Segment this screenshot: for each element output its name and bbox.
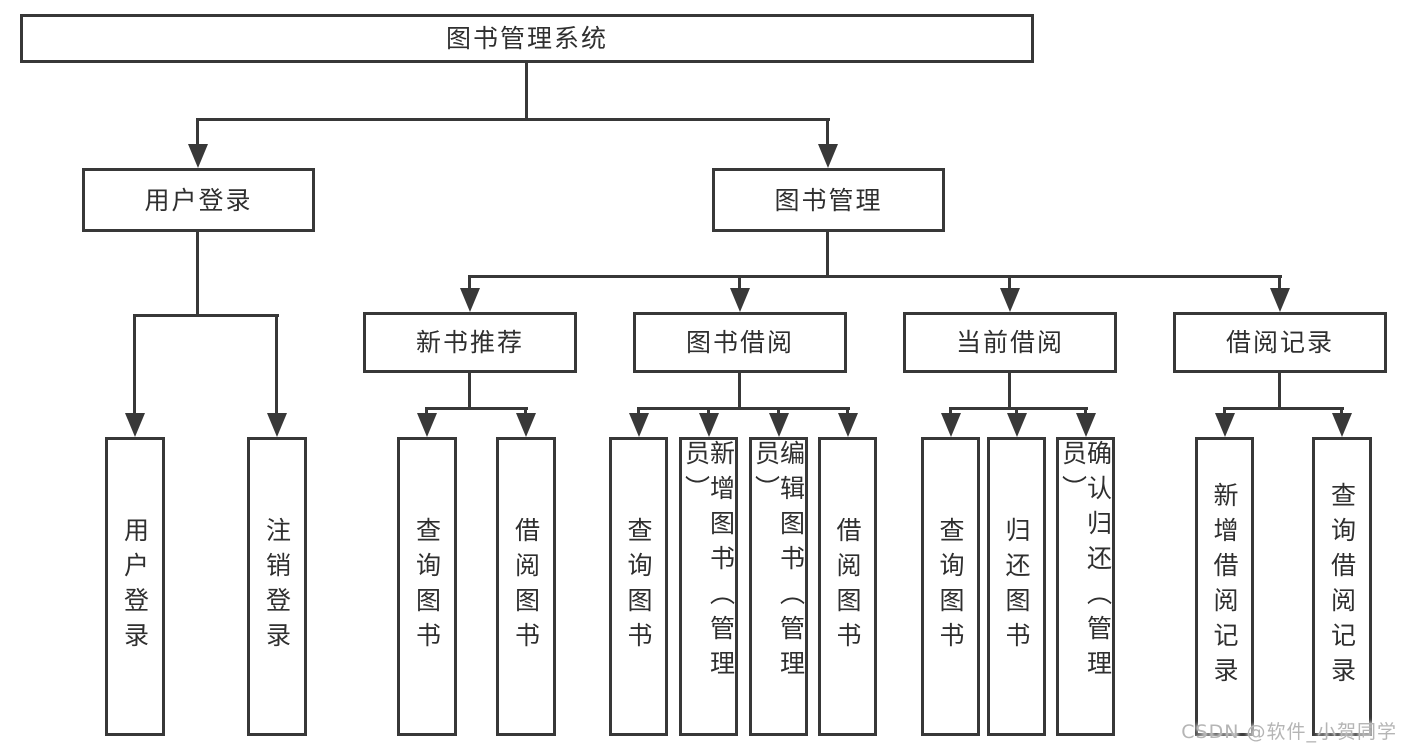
node-leaf-add-borrow-record-box: 新增借阅记录 xyxy=(1195,437,1254,736)
connector-root-drop-0 xyxy=(196,118,199,156)
connector-book-borrow-rail xyxy=(637,407,850,410)
node-leaf-query-book-3-box: 查询图书 xyxy=(921,437,980,736)
node-new-book-recommend-box: 新书推荐 xyxy=(363,312,577,373)
node-leaf-edit-book-label: 编辑图书（管理员） xyxy=(751,440,806,685)
connector-book-management-stem xyxy=(826,232,829,278)
connector-new-book-recommend-arrow-down-icon-0 xyxy=(417,413,437,437)
connector-root-rail xyxy=(196,118,830,121)
node-leaf-confirm-return-box: 确认归还（管理员） xyxy=(1056,437,1115,736)
node-leaf-query-book-1-box: 查询图书 xyxy=(397,437,457,736)
connector-root-stem xyxy=(525,63,528,121)
node-user-login-box: 用户登录 xyxy=(82,168,315,232)
connector-user-login-arrow-down-icon-0 xyxy=(125,413,145,437)
node-leaf-query-book-2-label: 查询图书 xyxy=(624,516,653,657)
connector-book-management-arrow-down-icon-1 xyxy=(730,288,750,312)
node-leaf-user-login-label: 用户登录 xyxy=(120,516,150,657)
node-leaf-return-book-label: 归还图书 xyxy=(1002,516,1031,657)
connector-new-book-recommend-rail xyxy=(425,407,528,410)
node-leaf-query-book-2-box: 查询图书 xyxy=(609,437,668,736)
connector-user-login-arrow-down-icon-1 xyxy=(267,413,287,437)
connector-user-login-drop-1 xyxy=(275,314,278,425)
node-user-login-label: 用户登录 xyxy=(144,185,253,215)
node-leaf-return-book-box: 归还图书 xyxy=(987,437,1046,736)
node-leaf-query-borrow-record-box: 查询借阅记录 xyxy=(1312,437,1372,736)
node-leaf-confirm-return-label: 确认归还（管理员） xyxy=(1058,440,1113,685)
connector-book-management-arrow-down-icon-0 xyxy=(460,288,480,312)
node-leaf-query-borrow-record-label: 查询借阅记录 xyxy=(1327,481,1357,692)
connector-borrow-records-arrow-down-icon-1 xyxy=(1332,413,1352,437)
connector-root-arrow-down-icon-1 xyxy=(818,144,838,168)
node-leaf-borrow-book-1-label: 借阅图书 xyxy=(511,516,541,657)
node-new-book-recommend-label: 新书推荐 xyxy=(415,328,524,357)
connector-book-management-drop-2 xyxy=(1008,275,1011,300)
node-leaf-add-borrow-record-label: 新增借阅记录 xyxy=(1210,481,1239,692)
node-borrow-records-label: 借阅记录 xyxy=(1225,328,1334,357)
connector-book-management-drop-1 xyxy=(738,275,741,300)
node-current-borrow-box: 当前借阅 xyxy=(903,312,1117,373)
connector-new-book-recommend-arrow-down-icon-1 xyxy=(516,413,536,437)
node-leaf-add-book-label: 新增图书（管理员） xyxy=(681,440,736,685)
connector-book-management-arrow-down-icon-2 xyxy=(1000,288,1020,312)
connector-borrow-records-rail xyxy=(1223,407,1344,410)
node-root-label: 图书管理系统 xyxy=(445,24,608,53)
connector-current-borrow-rail xyxy=(949,407,1088,410)
node-book-borrow-label: 图书借阅 xyxy=(685,328,794,357)
connector-current-borrow-arrow-down-icon-2 xyxy=(1076,413,1096,437)
node-leaf-add-book-box: 新增图书（管理员） xyxy=(679,437,738,736)
connector-book-management-drop-3 xyxy=(1278,275,1281,300)
node-leaf-borrow-book-2-label: 借阅图书 xyxy=(833,516,862,657)
node-leaf-query-book-1-label: 查询图书 xyxy=(412,516,442,657)
node-book-management-label: 图书管理 xyxy=(774,185,883,215)
node-leaf-edit-book-box: 编辑图书（管理员） xyxy=(749,437,808,736)
node-book-borrow-box: 图书借阅 xyxy=(633,312,847,373)
connector-borrow-records-stem xyxy=(1278,373,1281,410)
connector-current-borrow-arrow-down-icon-0 xyxy=(941,413,961,437)
connector-new-book-recommend-stem xyxy=(468,373,471,410)
node-leaf-query-book-3-label: 查询图书 xyxy=(936,516,965,657)
node-borrow-records-box: 借阅记录 xyxy=(1173,312,1387,373)
node-leaf-borrow-book-1-box: 借阅图书 xyxy=(496,437,556,736)
connector-book-borrow-stem xyxy=(738,373,741,410)
connector-book-management-rail xyxy=(468,275,1282,278)
node-root-box: 图书管理系统 xyxy=(20,14,1034,63)
node-leaf-logout-box: 注销登录 xyxy=(247,437,307,736)
connector-book-borrow-arrow-down-icon-2 xyxy=(769,413,789,437)
node-current-borrow-label: 当前借阅 xyxy=(955,328,1064,357)
node-leaf-user-login-box: 用户登录 xyxy=(105,437,165,736)
connector-current-borrow-stem xyxy=(1008,373,1011,410)
connector-user-login-drop-0 xyxy=(133,314,136,425)
connector-borrow-records-arrow-down-icon-0 xyxy=(1215,413,1235,437)
connector-root-drop-1 xyxy=(826,118,829,156)
connector-book-management-drop-0 xyxy=(468,275,471,300)
connector-root-arrow-down-icon-0 xyxy=(188,144,208,168)
connector-current-borrow-arrow-down-icon-1 xyxy=(1007,413,1027,437)
connector-book-borrow-arrow-down-icon-1 xyxy=(699,413,719,437)
watermark: CSDN @软件_小贺同学 xyxy=(1181,721,1397,743)
connector-user-login-stem xyxy=(196,232,199,317)
connector-user-login-rail xyxy=(133,314,279,317)
node-leaf-borrow-book-2-box: 借阅图书 xyxy=(818,437,877,736)
connector-book-management-arrow-down-icon-3 xyxy=(1270,288,1290,312)
connector-book-borrow-arrow-down-icon-3 xyxy=(838,413,858,437)
node-leaf-logout-label: 注销登录 xyxy=(262,516,292,657)
connector-book-borrow-arrow-down-icon-0 xyxy=(629,413,649,437)
node-book-management-box: 图书管理 xyxy=(712,168,945,232)
